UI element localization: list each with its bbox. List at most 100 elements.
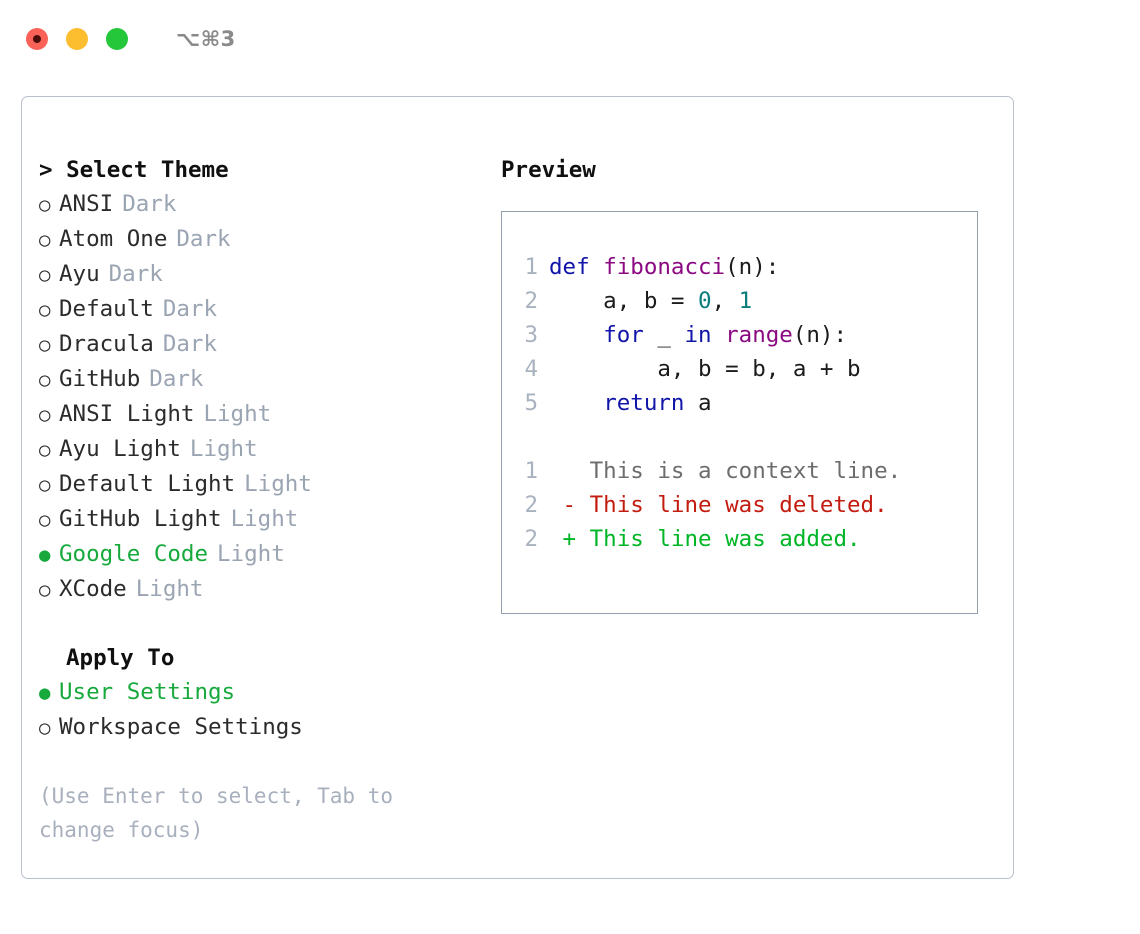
apply-to-option-label: Workspace Settings — [59, 714, 303, 740]
theme-option-label: ANSI Light — [59, 401, 195, 427]
line-number: 2 — [524, 492, 538, 518]
radio-unselected-icon: ○ — [39, 474, 51, 496]
theme-variant-tag: Dark — [108, 261, 163, 287]
code-line-text: def fibonacci(n): — [549, 250, 779, 284]
code-token: 1 — [738, 288, 753, 314]
code-token: fibonacci — [603, 254, 726, 280]
theme-option-dracula[interactable]: ○ Dracula Dark — [39, 327, 479, 362]
code-token: (n): — [725, 254, 780, 280]
line-number: 1 — [524, 254, 538, 280]
code-line-text: return a — [549, 386, 711, 420]
theme-variant-tag: Dark — [122, 191, 177, 217]
code-line-text: This is a context line. — [549, 454, 902, 488]
code-token: , — [711, 288, 739, 314]
apply-to-option-user-settings[interactable]: ●User Settings — [39, 675, 479, 710]
code-line: 5 return a — [516, 386, 901, 420]
title-bar: ⌥⌘3 — [0, 0, 1140, 78]
code-line: 3 for _ in range(n): — [516, 318, 901, 352]
code-token: This is a context line. — [549, 458, 902, 484]
radio-unselected-icon: ○ — [39, 369, 51, 391]
radio-unselected-icon: ○ — [39, 264, 51, 286]
code-token: def — [549, 254, 604, 280]
code-token — [549, 322, 603, 348]
radio-unselected-icon: ○ — [39, 717, 51, 739]
radio-unselected-icon: ○ — [39, 334, 51, 356]
code-token: 0 — [698, 288, 712, 314]
theme-option-label: Default Light — [59, 471, 236, 497]
minimize-button[interactable] — [66, 28, 88, 50]
theme-option-label: XCode — [59, 576, 127, 602]
code-token: _ — [643, 322, 685, 348]
code-token: in — [684, 322, 712, 348]
line-number: 3 — [524, 322, 538, 348]
theme-variant-tag: Light — [203, 401, 272, 427]
code-token — [549, 390, 603, 416]
apply-to-option-label: User Settings — [59, 679, 236, 705]
theme-option-xcode[interactable]: ○ XCode Light — [39, 572, 479, 607]
theme-option-label: GitHub — [59, 366, 141, 392]
theme-option-label: Ayu — [59, 261, 100, 287]
theme-option-label: Google Code — [59, 541, 209, 567]
code-line-text: for _ in range(n): — [549, 318, 847, 352]
theme-option-label: Default — [59, 296, 154, 322]
theme-variant-tag: Dark — [162, 331, 218, 357]
preview-heading: Preview — [501, 157, 596, 183]
theme-option-ansi-light[interactable]: ○ ANSI Light Light — [39, 397, 479, 432]
code-blank-line — [516, 420, 901, 454]
list-spacer — [39, 607, 479, 641]
theme-option-ayu[interactable]: ○ Ayu Dark — [39, 257, 479, 292]
line-number: 5 — [524, 390, 538, 416]
code-line-text: a, b = 0, 1 — [549, 284, 752, 318]
code-token: for — [603, 322, 644, 348]
line-number: 4 — [524, 356, 538, 382]
theme-option-label: Atom One — [59, 226, 168, 252]
diff-line: 1 This is a context line. — [516, 454, 901, 488]
apply-to-list[interactable]: ●User Settings ○ Workspace Settings — [39, 675, 479, 745]
apply-to-option-workspace-settings[interactable]: ○ Workspace Settings — [39, 710, 479, 745]
diff-line: 2 - This line was deleted. — [516, 488, 901, 522]
theme-option-label: Dracula — [59, 331, 154, 357]
line-number: 2 — [524, 288, 538, 314]
theme-variant-tag: Dark — [149, 366, 204, 392]
theme-variant-tag: Light — [189, 436, 258, 462]
keyboard-hint-text: (Use Enter to select, Tab to change focu… — [39, 784, 406, 842]
theme-option-default-light[interactable]: ○ Default Light Light — [39, 467, 479, 502]
radio-unselected-icon: ○ — [39, 404, 51, 426]
code-token: + This line was added. — [549, 526, 861, 552]
theme-variant-tag: Light — [244, 471, 312, 497]
traffic-lights — [26, 28, 128, 50]
theme-option-label: ANSI — [59, 191, 114, 217]
code-token: a, b = b, a + b — [549, 356, 861, 382]
maximize-button[interactable] — [106, 28, 128, 50]
diff-sample: 1 This is a context line.2 - This line w… — [516, 454, 901, 556]
code-line: 2 a, b = 0, 1 — [516, 284, 901, 318]
radio-unselected-icon: ○ — [39, 509, 51, 531]
code-token: - This line was deleted. — [549, 492, 888, 518]
theme-option-github[interactable]: ○ GitHub Dark — [39, 362, 479, 397]
radio-unselected-icon: ○ — [39, 299, 51, 321]
code-token: a, b = — [549, 288, 699, 314]
select-theme-heading: > Select Theme — [39, 157, 229, 183]
radio-unselected-icon: ○ — [39, 229, 51, 251]
code-line-text: - This line was deleted. — [549, 488, 888, 522]
code-token: range — [725, 322, 793, 348]
apply-to-heading: Apply To — [66, 645, 175, 671]
code-line: 1 def fibonacci(n): — [516, 250, 901, 284]
close-button[interactable] — [26, 28, 48, 50]
code-token: return — [603, 390, 685, 416]
keyboard-shortcut-label: ⌥⌘3 — [176, 27, 236, 51]
code-token: (n): — [792, 322, 848, 348]
theme-variant-tag: Light — [230, 506, 299, 532]
theme-variant-tag: Light — [135, 576, 204, 602]
radio-unselected-icon: ○ — [39, 579, 51, 601]
